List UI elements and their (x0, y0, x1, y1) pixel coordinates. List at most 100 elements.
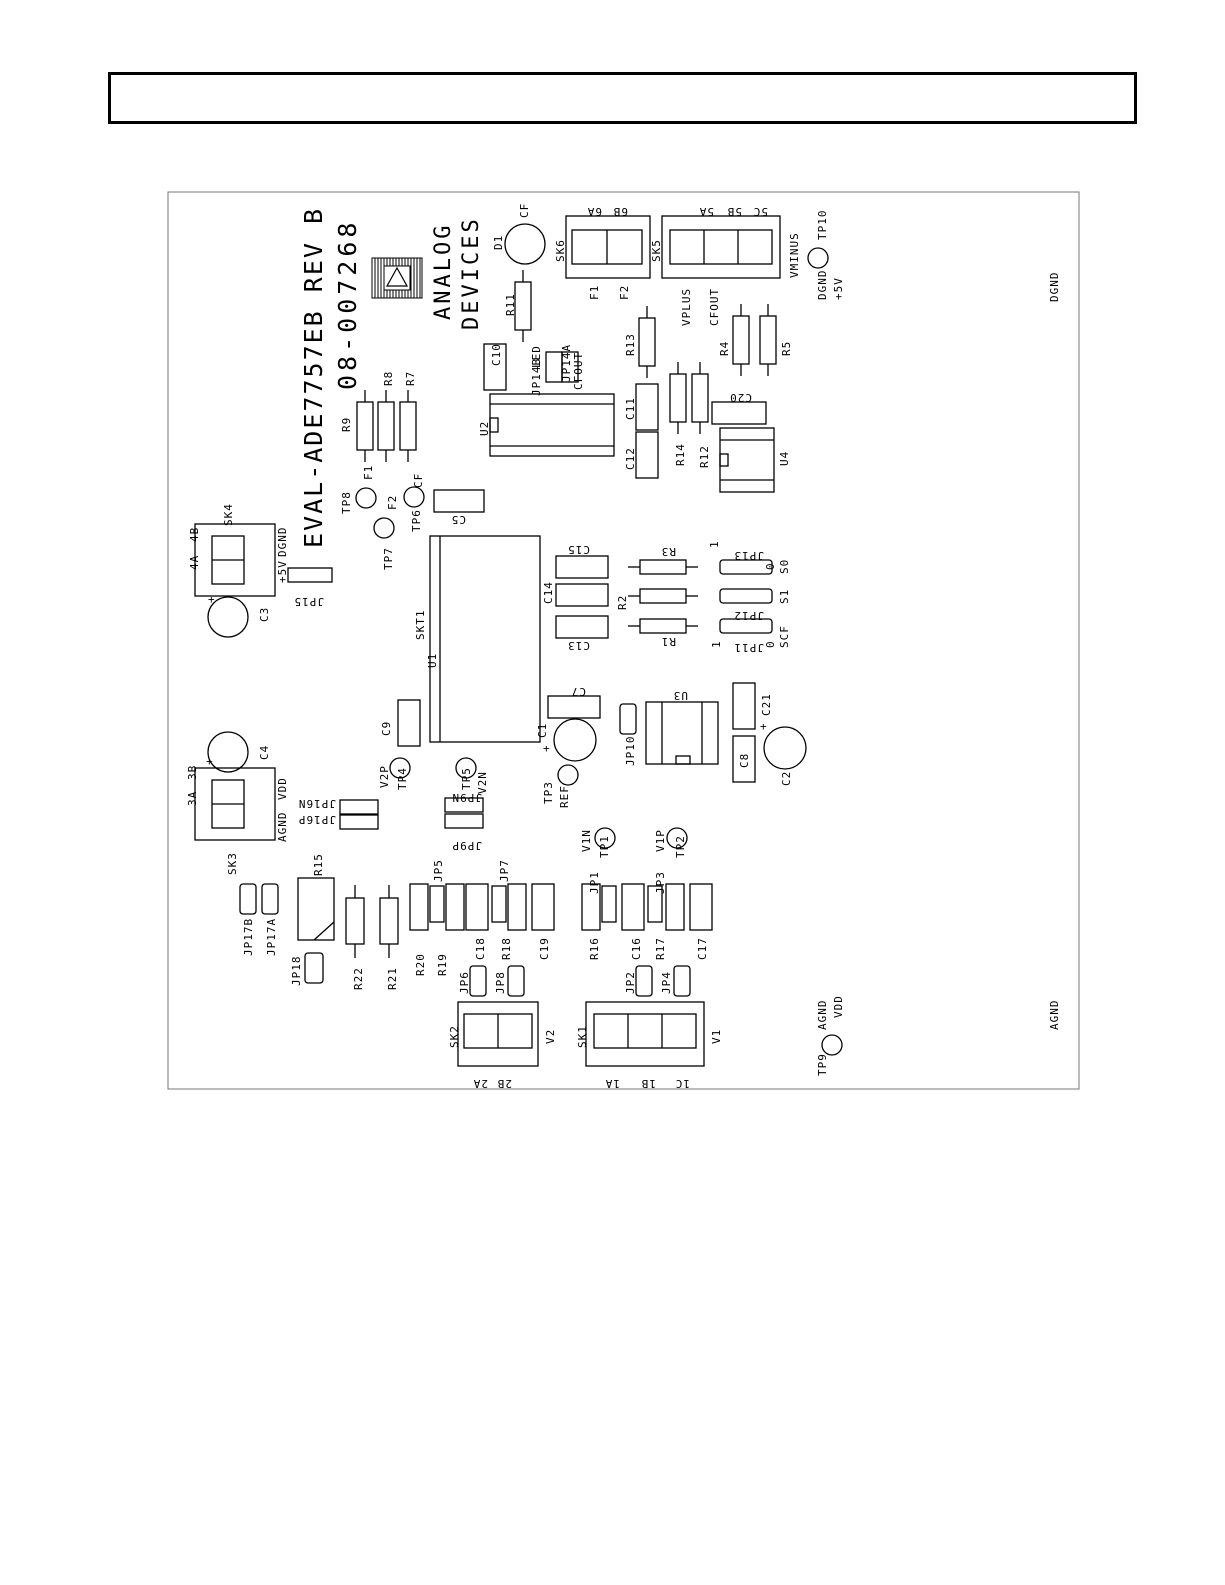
label-r20: R20 (414, 953, 427, 976)
label-c2: C2 (780, 771, 793, 786)
label-sk5: SK5 (650, 239, 663, 262)
r11-outline (514, 281, 532, 331)
d1-outline (504, 223, 546, 265)
label-tp4: TP4 (396, 767, 409, 790)
jp14a-outline (561, 351, 579, 383)
label-tp1: TP1 (598, 835, 611, 858)
board-outline (167, 191, 1080, 1090)
label-c16: C16 (630, 937, 643, 960)
label-c3: C3 (258, 607, 271, 622)
tp1-outline (594, 827, 616, 849)
c3-outline (207, 596, 249, 638)
label-tp10-dgnd: DGND (816, 270, 829, 301)
label-sk1: SK1 (576, 1025, 589, 1048)
label-jp9n: JP9N (452, 791, 483, 804)
label-c3-plus: + (208, 593, 216, 606)
r18-outline (507, 883, 527, 931)
sk3-outline (194, 767, 276, 841)
r4-outline (732, 315, 750, 365)
u1-outline (429, 535, 541, 743)
c16-outline (621, 883, 645, 931)
label-d1: D1 (492, 235, 505, 250)
jp16n-outline (339, 799, 379, 815)
label-jp18: JP18 (290, 956, 303, 987)
label-jp11-0: 0 (764, 640, 777, 648)
label-ref: REF (558, 785, 571, 808)
label-sk1-1c: 1C (675, 1077, 690, 1090)
label-jp2: JP2 (624, 971, 637, 994)
label-tp9-vdd: VDD (832, 995, 845, 1018)
label-c8: C8 (738, 753, 751, 768)
jp16p-outline (339, 814, 379, 830)
logo-text-devices: DEVICES (459, 216, 484, 330)
label-r15: R15 (312, 853, 325, 876)
label-sk1-v1: V1 (710, 1029, 723, 1044)
r12-outline (691, 373, 709, 423)
c1-outline (553, 718, 597, 762)
label-sk4: SK4 (222, 503, 235, 526)
label-jp17b: JP17B (242, 918, 255, 956)
label-c18: C18 (474, 937, 487, 960)
jp15-outline (287, 567, 333, 583)
label-sk4-5v: +5V (276, 560, 289, 583)
label-dgnd-corner: DGND (1048, 272, 1061, 303)
label-jp1: JP1 (588, 871, 601, 894)
r3-outline (639, 559, 687, 575)
label-sk6: SK6 (554, 239, 567, 262)
label-jp6: JP6 (458, 971, 471, 994)
board-title: EVAL-ADE7757EB REV B (299, 207, 328, 548)
jp17b-outline (239, 883, 257, 915)
jp13-outline (719, 559, 773, 575)
tp9-outline (821, 1034, 843, 1056)
label-sk3-3a: 3A (186, 791, 199, 806)
tp7-outline (373, 517, 395, 539)
label-skt1: SKT1 (414, 610, 427, 641)
sk6-outline (565, 215, 651, 279)
label-u4: U4 (778, 451, 791, 466)
r22-outline (345, 897, 365, 945)
label-jp14a: JP14A (560, 344, 573, 382)
label-sk6-6b: 6B (613, 205, 628, 218)
label-sk4-4b: 4B (188, 527, 201, 542)
label-jp11-1: 1 (710, 640, 723, 648)
header-box (108, 72, 1137, 124)
label-tp8: TP8 (340, 491, 353, 514)
label-jp16p: JP16P (298, 813, 336, 826)
label-jp5: JP5 (432, 859, 445, 882)
tp3-outline (557, 764, 579, 786)
label-jp3: JP3 (654, 871, 667, 894)
c21-outline (732, 682, 756, 730)
label-c13: C13 (567, 639, 590, 652)
tp10-outline (807, 247, 829, 269)
jp5-outline (429, 885, 445, 923)
label-r4: R4 (718, 341, 731, 356)
label-tp8-f1: F1 (362, 465, 375, 480)
label-c1-plus: + (543, 742, 551, 755)
jp10-outline (619, 703, 637, 735)
jp6-outline (469, 965, 487, 997)
sk4-outline (194, 523, 276, 597)
label-c12: C12 (624, 447, 637, 470)
r5-outline (759, 315, 777, 365)
c10-outline (483, 343, 507, 391)
c13-outline (555, 615, 609, 639)
label-u3: U3 (673, 689, 688, 702)
label-sk6-f1: F1 (588, 285, 601, 300)
jp4-outline (673, 965, 691, 997)
label-c1: C1 (536, 723, 549, 738)
jp9n-outline (444, 797, 484, 813)
label-r8: R8 (382, 371, 395, 386)
r8-outline (377, 401, 395, 451)
c9-outline (397, 699, 421, 747)
label-tp6: TP6 (410, 509, 423, 532)
label-c4: C4 (258, 745, 271, 760)
label-jp13-1: 1 (708, 540, 721, 548)
r13-outline (638, 317, 656, 367)
tp2-outline (666, 827, 688, 849)
label-c10: C10 (490, 343, 503, 366)
label-r2: R2 (616, 595, 629, 610)
label-v1n: V1N (580, 829, 593, 852)
board-part-number: 08-007268 (333, 219, 362, 390)
label-c21: C21 (760, 693, 773, 716)
